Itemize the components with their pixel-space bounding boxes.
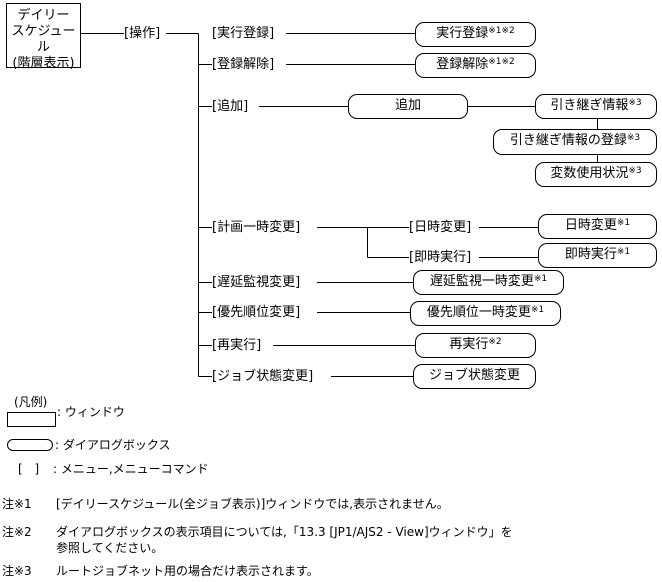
note-3-mark: 注※3 [2, 564, 32, 578]
dialog-rerun: 再実行※2 [415, 333, 536, 358]
legend-title: (凡例) [14, 394, 48, 410]
dialog-mark: ※2 [488, 337, 502, 347]
legend-menu-label: : メニュー,メニューコマンド [53, 461, 209, 477]
menu-cancel-register: [登録解除] [212, 57, 275, 73]
menu-execute-register: [実行登録] [212, 26, 275, 42]
dialog-label: 実行登録 [436, 26, 489, 41]
note-2-text: ダイアログボックスの表示項目については,「13.3 [JP1/AJS2 - Vi… [56, 525, 513, 539]
dialog-mark: ※1 [530, 305, 545, 315]
note-3-text: ルートジョブネット用の場合だけ表示されます。 [56, 564, 319, 578]
menu-priority: [優先順位変更] [212, 305, 301, 321]
legend-dialog-label: : ダイアログボックス [55, 437, 171, 453]
legend-window-label: : ウィンドウ [57, 404, 125, 420]
dialog-label: 再実行 [449, 337, 489, 352]
dialog-mark: ※1 [533, 274, 548, 284]
dialog-label: ジョブ状態変更 [428, 368, 520, 383]
legend-menu-symbol: [ ] [18, 461, 44, 477]
dialog-label: 遅延監視一時変更 [429, 274, 534, 289]
dialog-inherit-register: 引き継ぎ情報の登録※3 [493, 129, 657, 155]
note-2-text-line2: 参照してください。 [56, 541, 164, 555]
window-line-3: (階層表示) [12, 56, 75, 71]
dialog-mark: ※1※2 [488, 57, 515, 67]
dialog-var-usage: 変数使用状況※3 [535, 162, 657, 187]
note-2-mark: 注※2 [2, 525, 32, 539]
dialog-label: 変数使用状況 [550, 166, 629, 181]
window-line-1: デイリー [17, 8, 70, 23]
note-1-mark: 注※1 [2, 497, 32, 511]
dialog-cancel-register: 登録解除※1※2 [415, 53, 536, 78]
menu-operation: [操作] [124, 26, 161, 42]
dialog-mark: ※1※2 [488, 26, 515, 36]
dialog-label: 引き継ぎ情報 [550, 98, 629, 113]
dialog-label: 即時実行 [564, 247, 617, 262]
daily-schedule-window: デイリー スケジュール (階層表示) [6, 3, 81, 71]
dialog-change-date: 日時変更※1 [538, 214, 657, 239]
dialog-mark: ※1 [616, 218, 631, 228]
dialog-priority: 優先順位一時変更※1 [410, 301, 561, 326]
dialog-jobstate: ジョブ状態変更 [413, 364, 536, 389]
dialog-mark: ※3 [626, 133, 641, 143]
menu-change-date: [日時変更] [409, 220, 472, 236]
note-1-text: [デイリースケジュール(全ジョブ表示)]ウィンドウでは,表示されません。 [56, 497, 449, 511]
dialog-label: 引き継ぎ情報の登録 [509, 133, 627, 148]
dialog-mark: ※1 [616, 247, 631, 257]
menu-temp-change: [計画一時変更] [212, 220, 301, 236]
dialog-add: 追加 [348, 94, 468, 119]
window-line-2: スケジュール [11, 24, 76, 55]
dialog-label: 優先順位一時変更 [426, 305, 531, 320]
dialog-label: 登録解除 [436, 57, 489, 72]
menu-add: [追加] [212, 99, 249, 115]
dialog-label: 追加 [394, 98, 421, 113]
legend-window-symbol [7, 412, 56, 427]
dialog-label: 日時変更 [564, 218, 617, 233]
menu-jobstate: [ジョブ状態変更] [212, 369, 314, 385]
menu-immediate: [即時実行] [409, 250, 472, 266]
dialog-inherit-info: 引き継ぎ情報※3 [535, 94, 657, 119]
dialog-immediate: 即時実行※1 [538, 243, 657, 268]
dialog-mark: ※3 [628, 166, 642, 176]
dialog-mark: ※3 [628, 98, 642, 108]
menu-rerun: [再実行] [212, 338, 262, 354]
dialog-delay-monitor: 遅延監視一時変更※1 [413, 270, 564, 295]
legend-dialog-symbol [7, 439, 53, 451]
dialog-execute-register: 実行登録※1※2 [415, 22, 536, 47]
menu-delay-monitor: [遅延監視変更] [212, 275, 301, 291]
